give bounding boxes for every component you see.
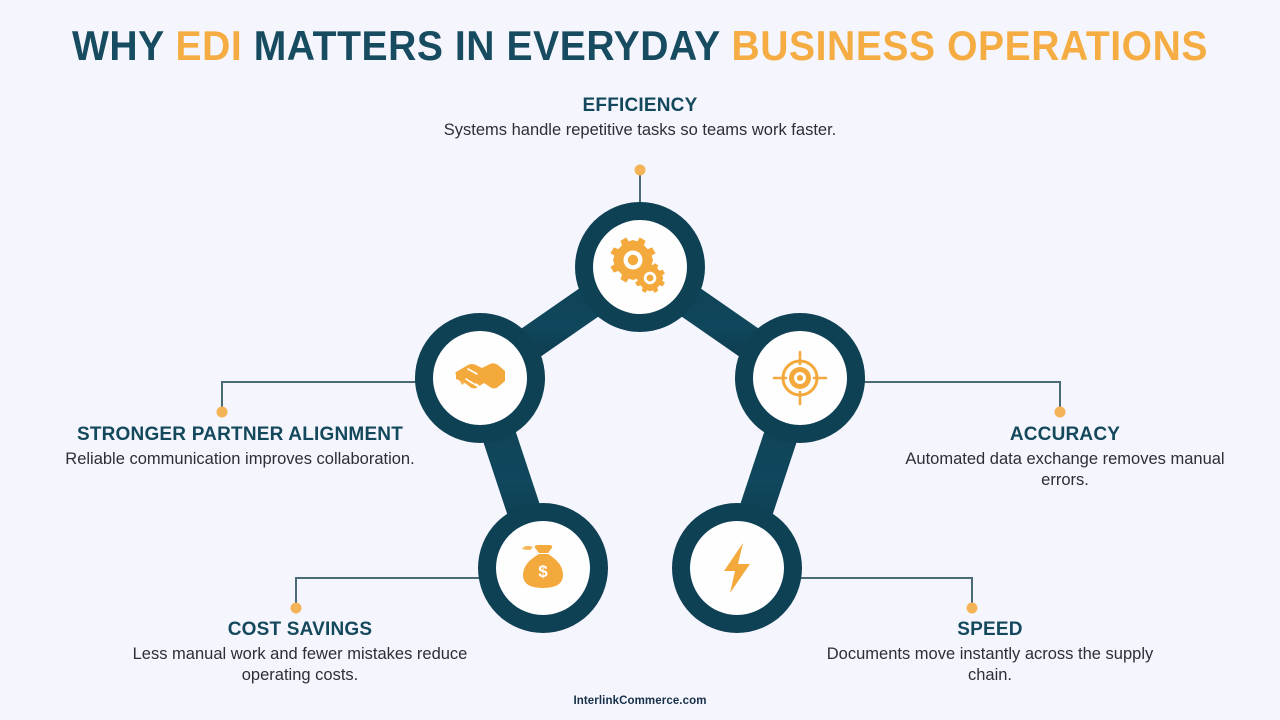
dot-accuracy bbox=[1054, 406, 1066, 418]
description-stronger-partner-alignment: Reliable communication improves collabor… bbox=[65, 450, 415, 468]
page-title: WHY EDI MATTERS IN EVERYDAY BUSINESS OPE… bbox=[45, 22, 1235, 69]
title-segment-1: WHY bbox=[71, 22, 176, 69]
description-cost-savings: Less manual work and fewer mistakes redu… bbox=[132, 645, 468, 684]
description-accuracy: Automated data exchange removes manual e… bbox=[905, 450, 1225, 489]
connector-speed bbox=[791, 577, 973, 609]
title-segment-4: BUSINESS OPERATIONS bbox=[731, 22, 1209, 69]
label-accuracy: ACCURACY Automated data exchange removes… bbox=[880, 424, 1250, 491]
label-speed: SPEED Documents move instantly across th… bbox=[810, 619, 1170, 686]
money-bag-icon: $ bbox=[522, 545, 563, 588]
connector-alignment bbox=[221, 381, 419, 413]
dot-cost bbox=[290, 602, 302, 614]
label-cost-savings: COST SAVINGS Less manual work and fewer … bbox=[105, 619, 495, 686]
dot-speed bbox=[966, 602, 978, 614]
dot-efficiency bbox=[634, 164, 646, 176]
connector-lines bbox=[221, 171, 1061, 609]
heading-stronger-partner-alignment: STRONGER PARTNER ALIGNMENT bbox=[76, 424, 404, 445]
connector-dots bbox=[216, 164, 1066, 614]
footer-site-name: InterlinkCommerce.com bbox=[573, 695, 707, 707]
svg-text:$: $ bbox=[538, 562, 548, 581]
node-icons: $ bbox=[455, 237, 828, 593]
heading-accuracy: ACCURACY bbox=[1009, 424, 1121, 445]
lightning-bolt-icon bbox=[724, 543, 750, 593]
handshake-icon bbox=[455, 363, 505, 389]
title-segment-3: MATTERS IN EVERYDAY bbox=[253, 22, 732, 69]
description-speed: Documents move instantly across the supp… bbox=[826, 645, 1154, 684]
target-icon bbox=[772, 350, 828, 406]
title-segment-2: EDI bbox=[175, 22, 254, 69]
dot-alignment bbox=[216, 406, 228, 418]
heading-efficiency: EFFICIENCY bbox=[582, 95, 698, 116]
connector-accuracy bbox=[861, 381, 1061, 413]
label-stronger-partner-alignment: STRONGER PARTNER ALIGNMENT Reliable comm… bbox=[30, 424, 450, 470]
connector-cost bbox=[295, 577, 493, 609]
label-efficiency: EFFICIENCY Systems handle repetitive tas… bbox=[400, 95, 880, 141]
heading-cost-savings: COST SAVINGS bbox=[227, 619, 373, 640]
gears-icon bbox=[610, 237, 665, 293]
heading-speed: SPEED bbox=[957, 619, 1023, 640]
description-efficiency: Systems handle repetitive tasks so teams… bbox=[443, 121, 837, 139]
